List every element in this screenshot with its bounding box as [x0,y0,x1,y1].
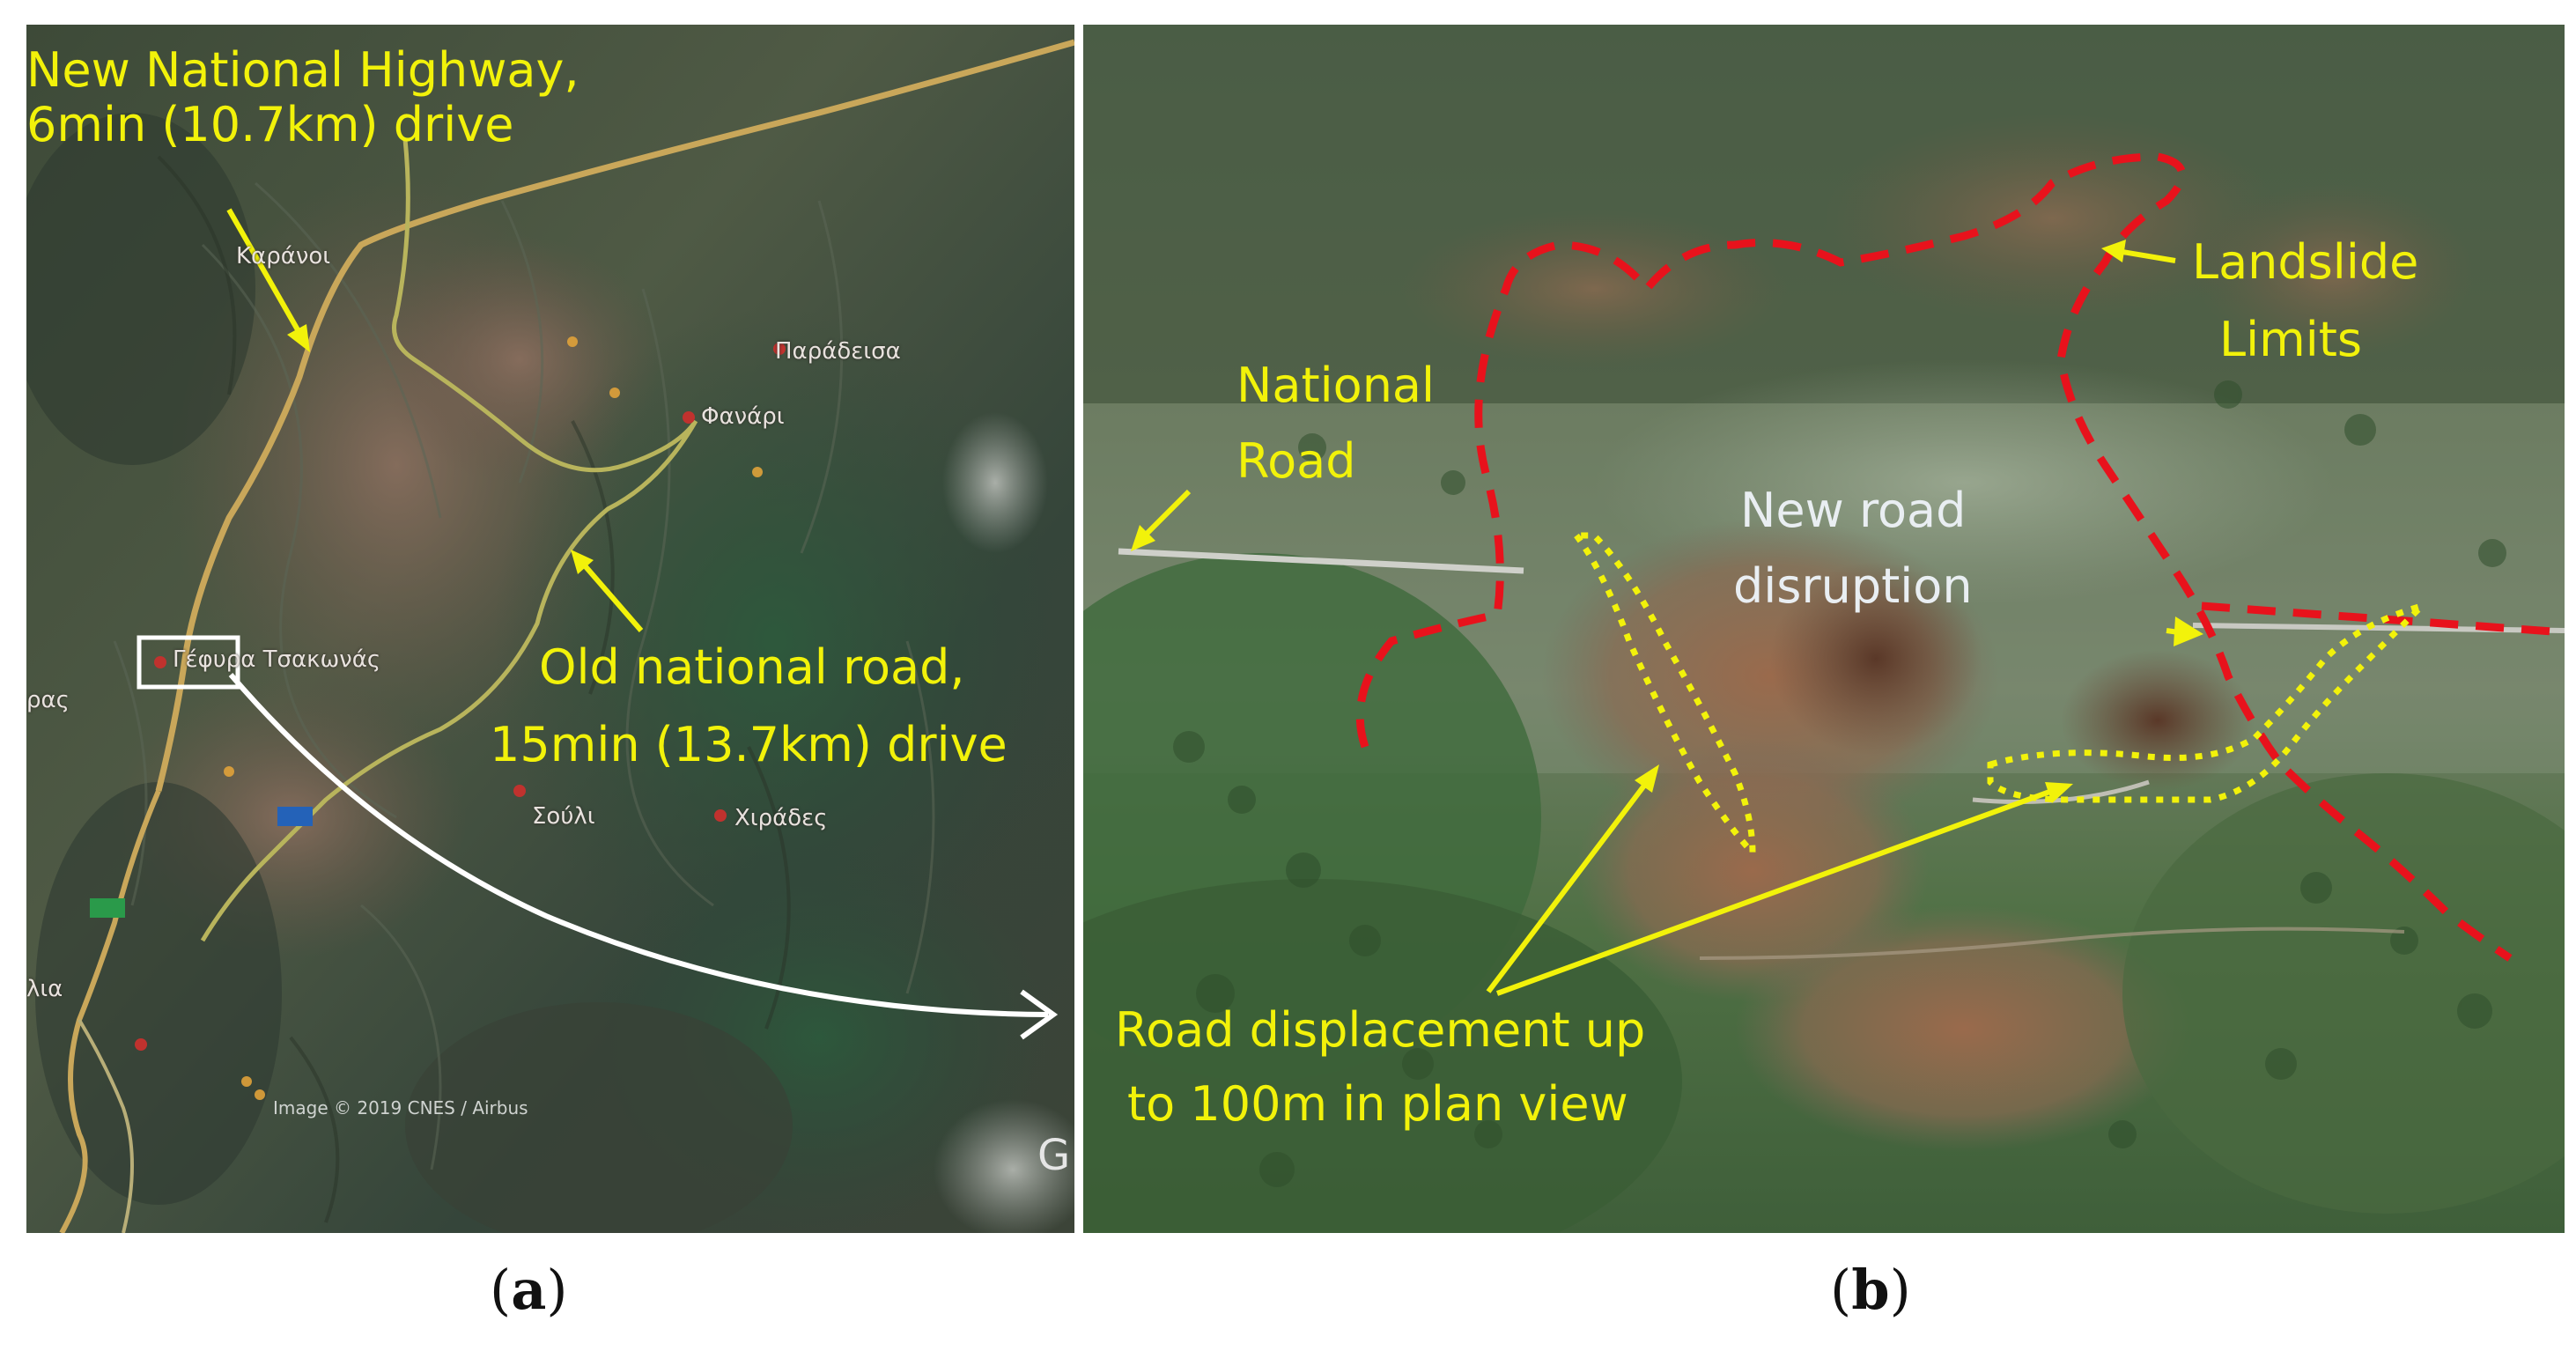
place-name: Φανάρι [701,403,785,430]
place-name: Παράδεισα [775,338,901,365]
highway-label-line2: 6min (10.7km) drive [26,97,514,152]
aerial-photo-panel: Landslide Limits National Road New road … [1083,25,2565,1233]
annotation-arrows [1131,240,2203,996]
satellite-map-image [26,25,1074,1233]
national-road-label-line2: Road [1236,433,1356,489]
old-road-label-line1: Old national road, [539,639,965,695]
place-name: Καράνοι [236,243,331,269]
new-national-highway-line [155,39,1074,792]
highway-label-line1: New National Highway, [26,42,579,98]
landslide-limit-outline [1355,152,2513,962]
place-name: ρας [26,687,70,713]
road-shield-icon [277,807,313,826]
caption-b: (b) [1830,1258,1911,1322]
aerial-photo-image [1083,25,2565,1233]
annotation-arrows [226,208,644,632]
landslide-label-line2: Limits [2219,312,2362,367]
displacement-label-line2: to 100m in plan view [1127,1076,1628,1132]
place-name: Σούλι [532,803,595,830]
location-highlight-box [137,635,240,690]
caption-a: (a) [490,1258,568,1322]
new-road-label-line2: disruption [1733,558,1973,614]
national-road-line [1118,548,1524,574]
satellite-map-panel: New National Highway, 6min (10.7km) driv… [26,25,1074,1233]
old-national-road-line [200,138,698,942]
landslide-label-line1: Landslide [2192,234,2419,290]
panel-divider [1074,25,1083,1233]
place-name: Γέφυρα Τσακωνάς [173,646,381,673]
new-road-label-line1: New road [1740,483,1967,538]
map-logo: G [1037,1131,1071,1180]
place-name: Χιράδες [734,805,828,831]
road-shield-icon [90,898,125,918]
place-name: λια [26,976,63,1002]
displacement-label-line1: Road displacement up [1115,1002,1646,1058]
national-road-label-line1: National [1236,358,1436,413]
old-road-label-line2: 15min (13.7km) drive [490,717,1008,772]
village-marker-icons [135,343,786,1051]
image-credit: Image © 2019 CNES / Airbus [273,1097,528,1118]
